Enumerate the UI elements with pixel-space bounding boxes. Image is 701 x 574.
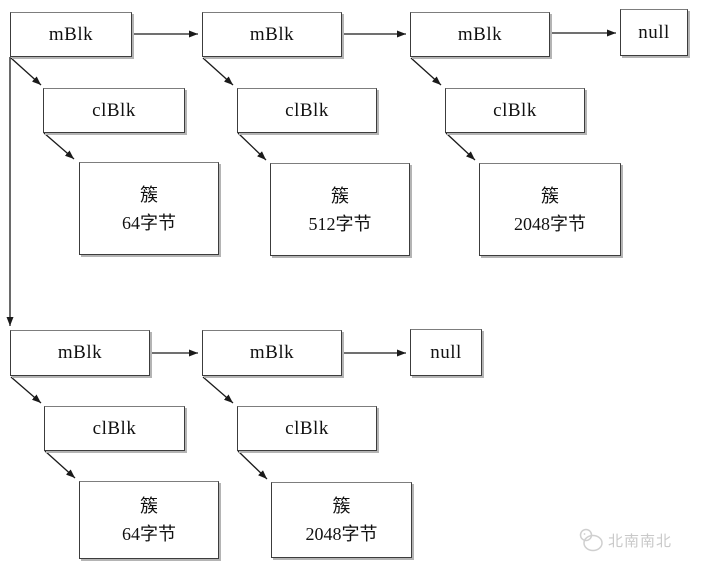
clblk-node-r1c3: clBlk [445,88,585,133]
cluster-node-r1c1: 簇 64字节 [79,162,219,255]
arrow-r1-clblk1-to-cluster1 [43,132,75,160]
cluster-label: 簇 [331,185,349,206]
arrow-r1-clblk3-to-cluster3 [445,132,476,161]
watermark: 北南南北 [578,527,672,553]
clblk-label: clBlk [493,99,537,121]
mblk-label: mBlk [249,342,295,363]
clblk-node-r2c2: clBlk [237,406,377,451]
arrow-r1-mblk1-to-clblk1 [10,57,42,86]
watermark-text: 北南南北 [608,532,673,550]
cluster-size-label: 64字节 [122,524,176,544]
mblk-label: mBlk [457,23,503,45]
clblk-node-r2c1: clBlk [44,406,185,451]
cluster-label: 簇 [140,184,158,205]
clblk-label: clBlk [285,99,329,121]
cluster-node-r1c3: 簇 2048字节 [479,163,621,256]
cluster-size-label: 512字节 [308,213,372,234]
clblk-node-r1c1: clBlk [43,88,185,133]
mblk-node-r2c1: mBlk [10,330,150,376]
cluster-size-label: 64字节 [122,212,176,233]
clblk-label: clBlk [92,417,137,439]
arrow-r1-mblk2-to-clblk2 [202,57,234,86]
null-label: null [430,341,462,363]
arrow-r2-mblk4-to-clblk4 [10,376,42,404]
cluster-label: 簇 [541,185,559,206]
arrow-r2-mblk5-to-clblk5 [202,376,234,404]
cluster-label: 簇 [140,496,158,516]
mblk-node-r1c3: mBlk [410,12,550,57]
bird-logo-icon [579,528,603,552]
clblk-label: clBlk [92,99,136,121]
mblk-node-r1c1: mBlk [10,12,132,57]
cluster-label: 簇 [332,496,351,516]
mblk-label: mBlk [57,342,103,363]
null-node-r1: null [620,9,688,56]
clblk-node-r1c2: clBlk [237,88,377,133]
null-node-r2: null [410,329,482,376]
arrow-r2-clblk4-to-cluster4 [44,450,76,479]
arrow-r1-clblk2-to-cluster2 [237,132,267,161]
arrow-r2-clblk5-to-cluster5 [237,450,268,480]
cluster-size-label: 2048字节 [514,213,586,234]
cluster-node-r1c2: 簇 512字节 [270,163,410,256]
mblk-node-r1c2: mBlk [202,12,342,57]
null-label: null [638,21,670,43]
mblk-node-r2c2: mBlk [202,330,342,376]
arrow-r1-mblk3-to-clblk3 [410,57,442,86]
clblk-label: clBlk [285,417,329,439]
cluster-size-label: 2048字节 [305,524,378,544]
mblk-label: mBlk [48,23,94,45]
cluster-node-r2c2: 簇 2048字节 [271,482,412,558]
cluster-node-r2c1: 簇 64字节 [79,481,219,559]
mblk-label: mBlk [249,23,295,45]
